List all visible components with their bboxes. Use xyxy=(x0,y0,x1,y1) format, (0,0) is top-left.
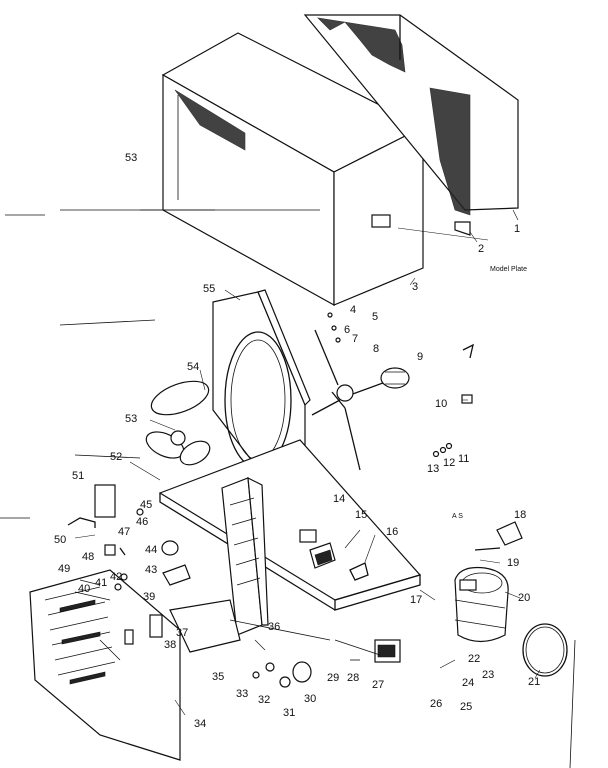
callout-45: 45 xyxy=(140,499,152,511)
callout-37: 37 xyxy=(176,627,188,639)
callout-3: 3 xyxy=(412,281,418,293)
callout-46: 46 xyxy=(136,516,148,528)
callout-8: 8 xyxy=(373,343,379,355)
callout-36: 36 xyxy=(268,621,280,633)
callout-labels: 1 2 3 4 5 6 7 8 9 10 11 12 13 14 15 16 1… xyxy=(54,152,540,730)
callout-5: 5 xyxy=(372,311,378,323)
callout-2: 2 xyxy=(478,243,484,255)
callout-16: 16 xyxy=(386,526,398,538)
cabinet-wrapper xyxy=(5,32,425,307)
callout-26: 26 xyxy=(430,698,442,710)
callout-49: 49 xyxy=(58,563,70,575)
relay xyxy=(374,639,401,663)
fan-motor xyxy=(311,329,410,471)
callout-44: 44 xyxy=(145,544,157,556)
compressor xyxy=(454,521,568,677)
callout-25: 25 xyxy=(460,701,472,713)
callout-10: 10 xyxy=(435,398,447,410)
callout-4: 4 xyxy=(350,304,356,316)
callout-11: 11 xyxy=(458,453,469,465)
small-hardware xyxy=(327,312,474,458)
callout-47: 47 xyxy=(118,526,130,538)
rear-panel xyxy=(303,14,519,236)
control-bracket xyxy=(221,476,269,636)
control-components xyxy=(299,529,369,581)
callout-40: 40 xyxy=(78,583,90,595)
callout-22: 22 xyxy=(468,653,480,665)
callout-27: 27 xyxy=(372,679,384,691)
callout-53-fan: 53 xyxy=(125,413,137,425)
callout-42: 42 xyxy=(110,571,122,583)
callout-55: 55 xyxy=(203,283,215,295)
callout-24: 24 xyxy=(462,677,474,689)
left-control-parts xyxy=(67,484,312,688)
callout-29: 29 xyxy=(327,672,339,684)
callout-54: 54 xyxy=(187,361,199,373)
callout-28: 28 xyxy=(347,672,359,684)
callout-48: 48 xyxy=(82,551,94,563)
front-grille xyxy=(29,569,181,761)
callout-39: 39 xyxy=(143,591,155,603)
callout-30: 30 xyxy=(304,693,316,705)
callout-20: 20 xyxy=(518,592,530,604)
callout-18: 18 xyxy=(514,509,526,521)
callout-50: 50 xyxy=(54,534,66,546)
callout-12: 12 xyxy=(443,457,455,469)
callout-21: 21 xyxy=(528,676,540,688)
callout-51: 51 xyxy=(72,470,84,482)
model-plate-label: Model Plate xyxy=(490,266,527,273)
callout-53-cabinet: 53 xyxy=(125,152,137,164)
base-pan xyxy=(158,439,422,611)
callout-38: 38 xyxy=(164,639,176,651)
callout-34: 34 xyxy=(194,718,206,730)
callout-9: 9 xyxy=(417,351,423,363)
callout-7: 7 xyxy=(352,333,358,345)
fan-blade xyxy=(145,380,211,466)
callout-33: 33 xyxy=(236,688,248,700)
as-annotation: A S xyxy=(452,513,463,520)
callout-32: 32 xyxy=(258,694,270,706)
callout-43: 43 xyxy=(145,564,157,576)
callout-14: 14 xyxy=(333,493,345,505)
callout-52: 52 xyxy=(110,451,122,463)
leader-lines xyxy=(0,209,576,768)
callout-35: 35 xyxy=(212,671,224,683)
callout-23: 23 xyxy=(482,669,494,681)
callout-15: 15 xyxy=(355,509,367,521)
callout-1: 1 xyxy=(514,223,520,235)
callout-17: 17 xyxy=(410,594,422,606)
callout-6: 6 xyxy=(344,324,350,336)
callout-41: 41 xyxy=(95,577,107,589)
callout-13: 13 xyxy=(427,463,439,475)
callout-31: 31 xyxy=(283,707,295,719)
callout-19: 19 xyxy=(507,557,519,569)
